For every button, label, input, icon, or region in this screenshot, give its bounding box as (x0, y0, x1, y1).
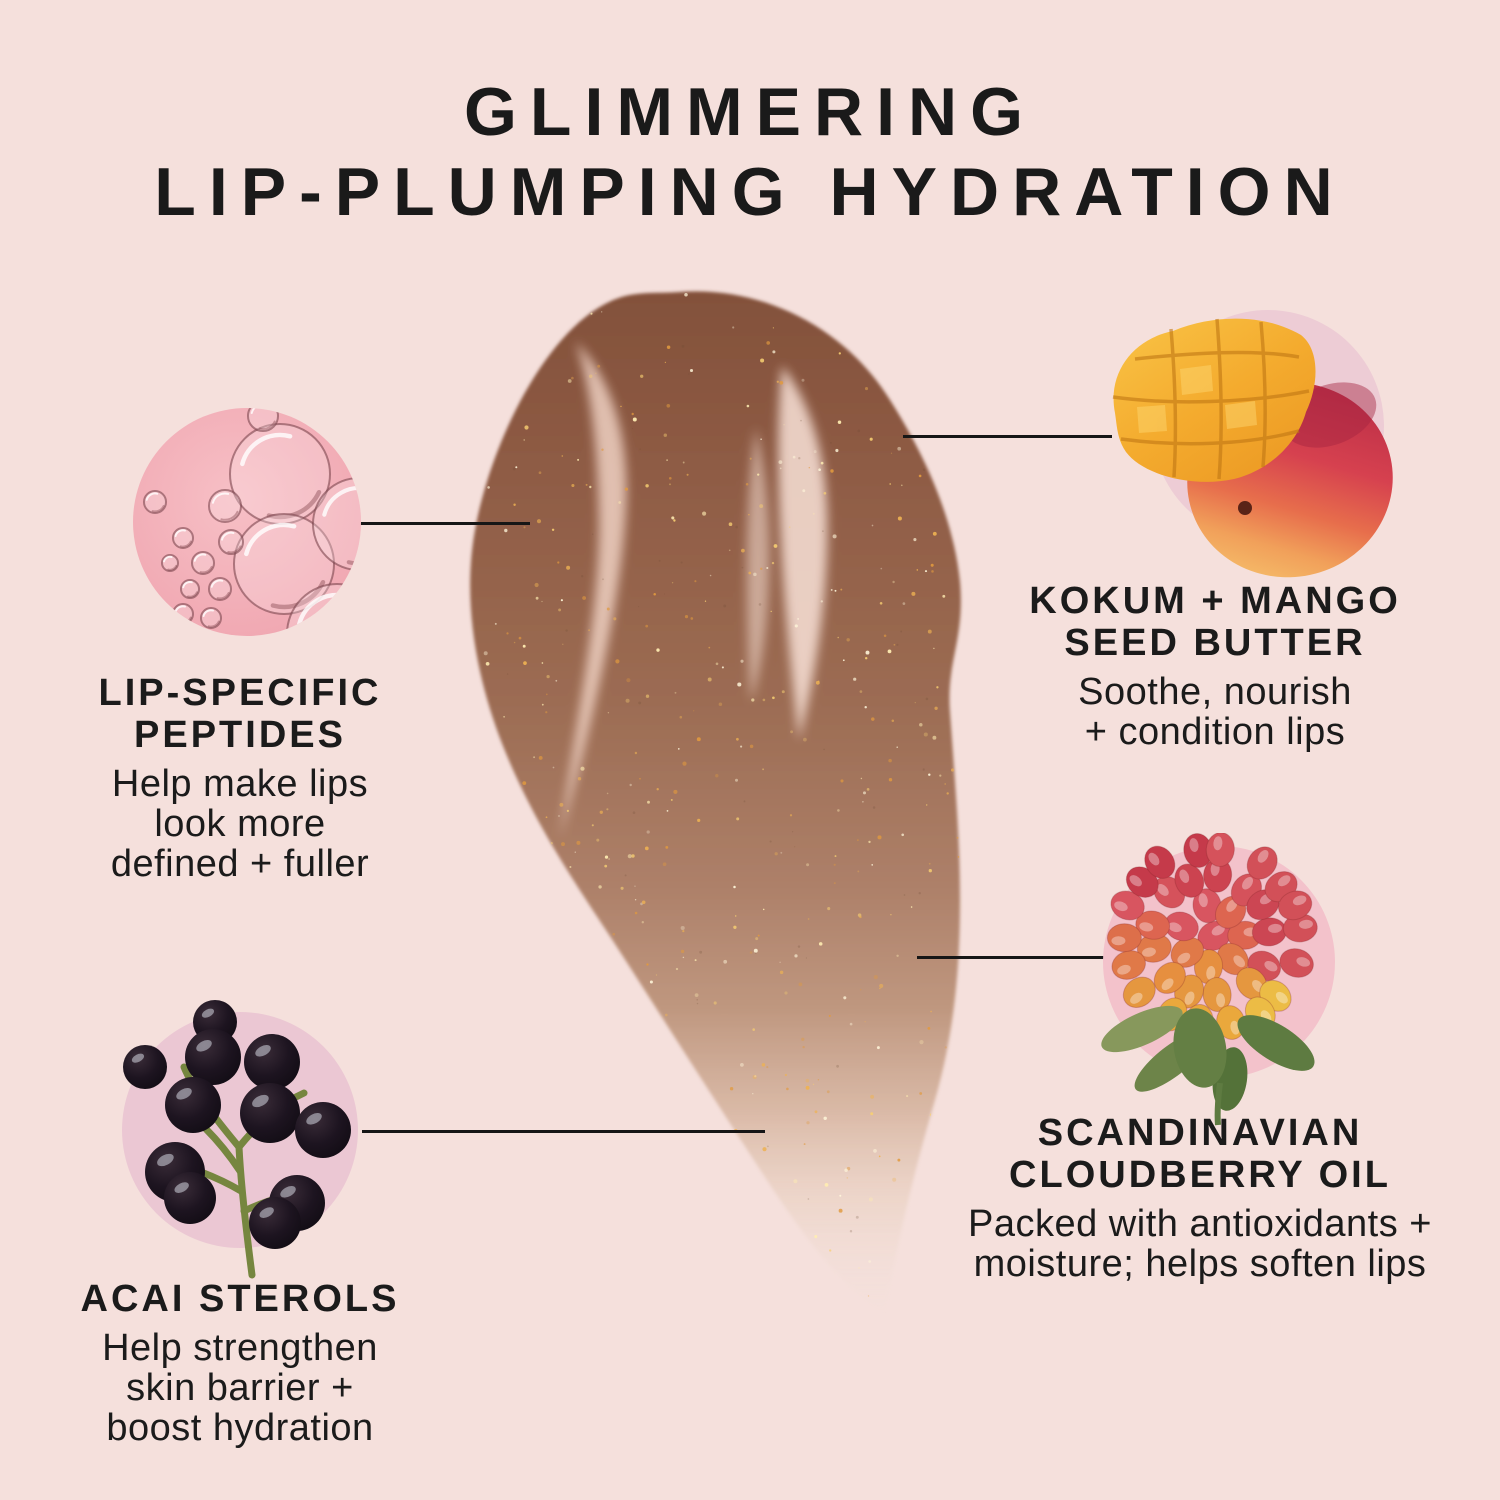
connector-line-peptides (357, 522, 530, 525)
gloss-swatch-image (448, 278, 973, 1338)
callout-heading: SCANDINAVIAN CLOUDBERRY OIL (900, 1112, 1500, 1196)
callout-acai: ACAI STEROLS Help strengthen skin barrie… (20, 1278, 460, 1448)
page-title: GLIMMERING LIP-PLUMPING HYDRATION (0, 72, 1500, 232)
callout-heading: ACAI STEROLS (20, 1278, 460, 1320)
oil-bubbles-image (127, 402, 367, 642)
callout-body: Help make lips look more defined + fulle… (20, 764, 460, 884)
callout-heading: KOKUM + MANGO SEED BUTTER (965, 580, 1465, 664)
callout-body: Help strengthen skin barrier + boost hyd… (20, 1328, 460, 1448)
callout-cloudberry: SCANDINAVIAN CLOUDBERRY OIL Packed with … (900, 1112, 1500, 1284)
connector-line-kokum-mango (903, 435, 1112, 438)
acai-berries-image (90, 995, 400, 1295)
mango-image (1085, 295, 1455, 605)
callout-peptides: LIP-SPECIFIC PEPTIDES Help make lips loo… (20, 672, 460, 884)
callout-heading: LIP-SPECIFIC PEPTIDES (20, 672, 460, 756)
callout-body: Packed with antioxidants + moisture; hel… (900, 1204, 1500, 1284)
connector-line-cloudberry (917, 956, 1104, 959)
connector-line-acai (362, 1130, 765, 1133)
callout-kokum-mango: KOKUM + MANGO SEED BUTTER Soothe, nouris… (965, 580, 1465, 752)
cloudberry-image (1080, 833, 1370, 1133)
callout-body: Soothe, nourish + condition lips (965, 672, 1465, 752)
